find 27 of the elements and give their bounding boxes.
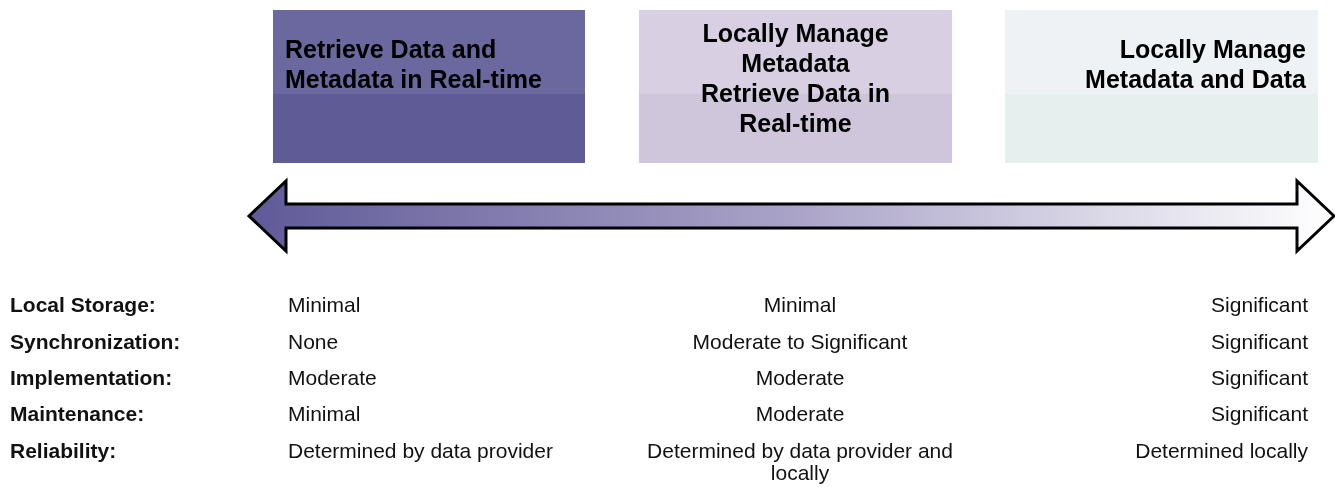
approach-box	[1005, 10, 1318, 163]
table-cell-text: Determined by data provider and locally	[646, 440, 954, 484]
table-cell: Moderate	[288, 367, 377, 389]
table-cell: Significant	[1211, 331, 1308, 353]
row-header: Local Storage:	[10, 294, 156, 316]
approach-box	[273, 10, 585, 163]
table-cell: Significant	[1211, 294, 1308, 316]
row-header: Synchronization:	[10, 331, 181, 353]
table-cell: Determined by data provider	[288, 440, 553, 462]
table-cell: None	[288, 331, 339, 353]
table-cell-text: Moderate	[754, 367, 846, 389]
box-title: Retrieve Data and Metadata in Real-time	[285, 34, 543, 94]
table-cell: Minimal	[288, 294, 361, 316]
row-header: Implementation:	[10, 367, 173, 389]
row-header: Reliability:	[10, 440, 117, 462]
box-title: Retrieve Data in Real-time	[700, 78, 891, 138]
table-cell: Significant	[1211, 403, 1308, 425]
table-cell-text: Minimal	[762, 294, 838, 316]
row-header: Maintenance:	[10, 403, 145, 425]
approach-box	[639, 10, 952, 163]
table-cell-text: Moderate	[754, 403, 846, 425]
table-cell-text: Moderate to Significant	[691, 331, 909, 353]
table-cell: Significant	[1211, 367, 1308, 389]
box-title: Locally Manage Metadata	[701, 18, 890, 78]
box-title: Locally Manage Metadata and Data	[1084, 34, 1306, 94]
table-cell: Determined locally	[1135, 440, 1308, 462]
table-cell: Minimal	[288, 403, 361, 425]
